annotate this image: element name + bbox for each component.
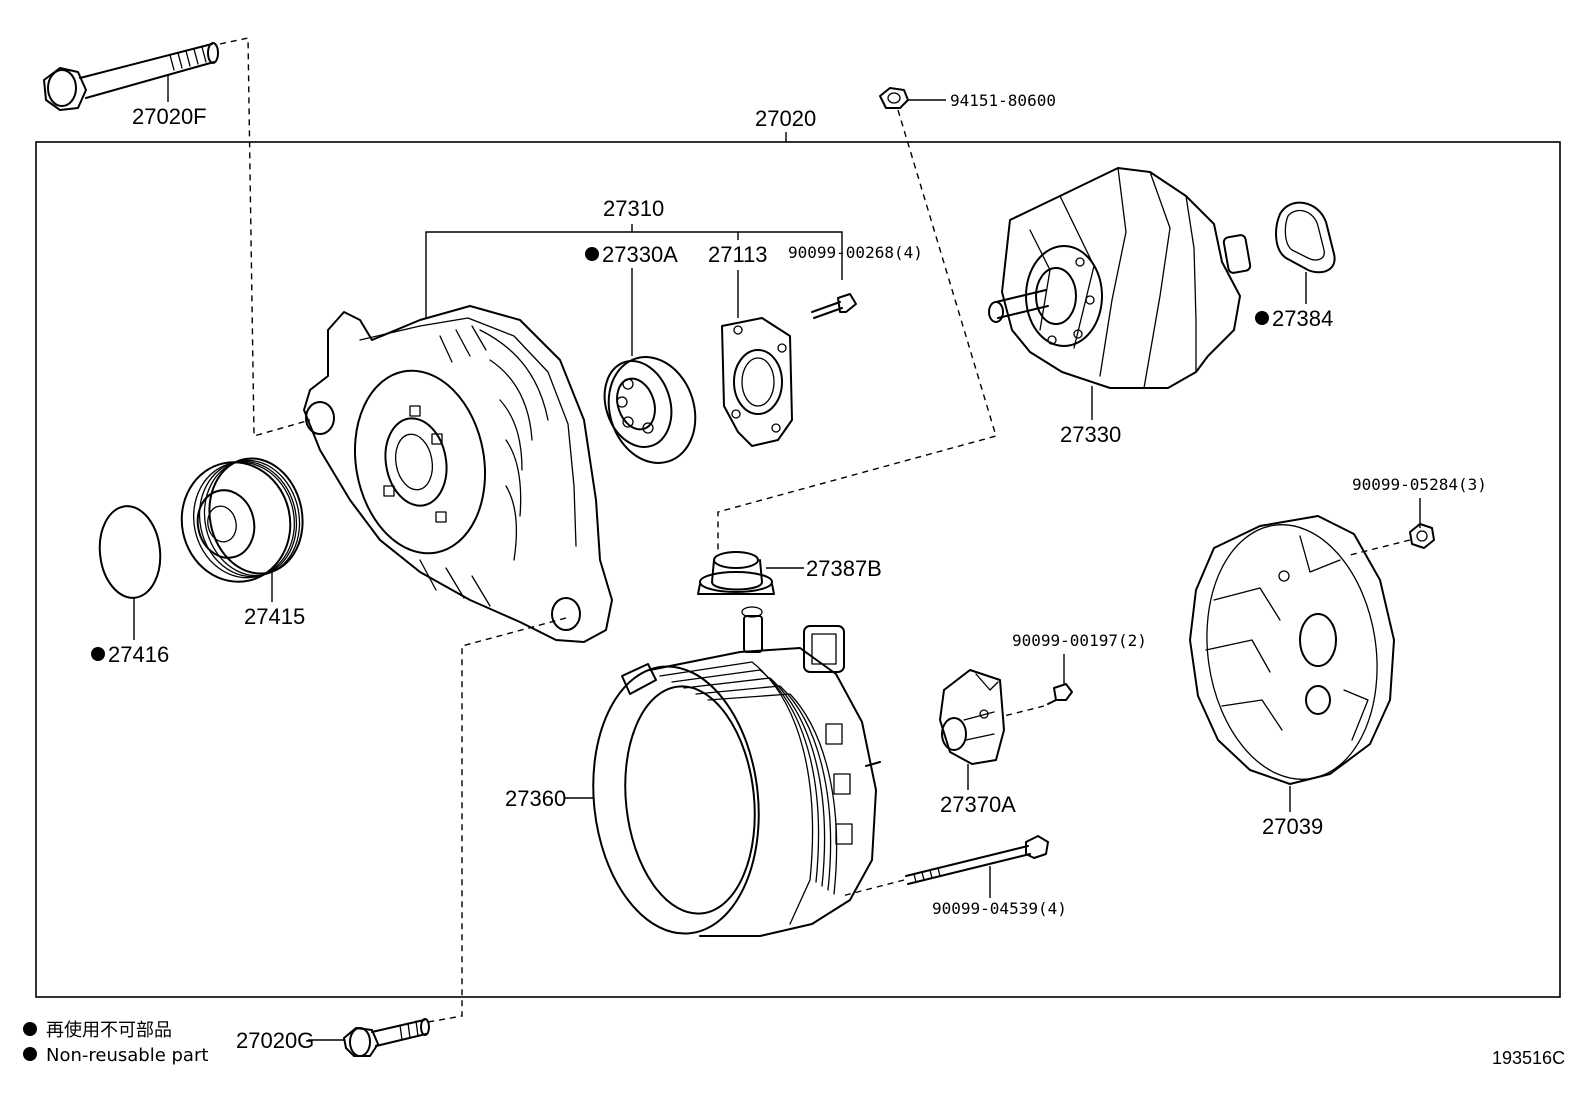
- legend-dot-en: [23, 1047, 37, 1061]
- slip-ring-guide-27384: [1275, 201, 1336, 274]
- brush-holder-27370a: [939, 669, 1005, 765]
- label-27310: 27310: [603, 196, 664, 221]
- label-27039: 27039: [1262, 814, 1323, 839]
- label-90099-05284: 90099-05284(3): [1352, 475, 1487, 494]
- label-27020g: 27020G: [236, 1028, 314, 1053]
- label-27384: 27384: [1272, 306, 1333, 331]
- label-27020f: 27020F: [132, 104, 207, 129]
- legend-dot-jp: [23, 1022, 37, 1036]
- grommet-27387b: [697, 551, 775, 595]
- label-27020: 27020: [755, 106, 816, 131]
- drive-end-frame: [303, 305, 613, 643]
- bearing-27330a: [603, 356, 697, 464]
- label-94151-80600: 94151-80600: [950, 91, 1056, 110]
- label-27330a: 27330A: [602, 242, 678, 267]
- nut-94151-80600: [879, 87, 909, 109]
- screw-90099-00197: [1047, 683, 1073, 705]
- rear-cover-27039: [1189, 515, 1395, 785]
- nut-90099-05284: [1409, 523, 1435, 549]
- assembly-frame: [35, 141, 1561, 998]
- label-27360: 27360: [505, 786, 566, 811]
- diagram-code: 193516C: [1492, 1048, 1565, 1068]
- nonreusable-dot-27416: [91, 647, 105, 661]
- bolt-27020g: [343, 1018, 430, 1057]
- nonreusable-dot-27330a: [585, 247, 599, 261]
- cap-27416: [98, 505, 162, 599]
- label-27113: 27113: [708, 242, 768, 267]
- nonreusable-dot-27384: [1255, 311, 1269, 325]
- screw-90099-00268: [811, 293, 857, 319]
- legend-nonreusable-en: Non-reusable part: [46, 1045, 208, 1066]
- legend-nonreusable-jp: 再使用不可部品: [46, 1020, 172, 1041]
- pulley-27415: [180, 457, 304, 583]
- retainer-plate-27113: [721, 317, 793, 447]
- label-27416: 27416: [108, 642, 169, 667]
- label-90099-00268: 90099-00268(4): [788, 243, 923, 262]
- label-90099-00197: 90099-00197(2): [1012, 631, 1147, 650]
- label-90099-04539: 90099-04539(4): [932, 899, 1067, 918]
- label-27370a: 27370A: [940, 792, 1016, 817]
- label-27330: 27330: [1060, 422, 1121, 447]
- label-27387b: 27387B: [806, 556, 882, 581]
- bolt-27020f: [43, 42, 219, 111]
- stator-housing-27360: [592, 606, 881, 937]
- label-27415: 27415: [244, 604, 305, 629]
- rotor-27330: [988, 167, 1252, 389]
- bolt-90099-04539: [905, 835, 1049, 885]
